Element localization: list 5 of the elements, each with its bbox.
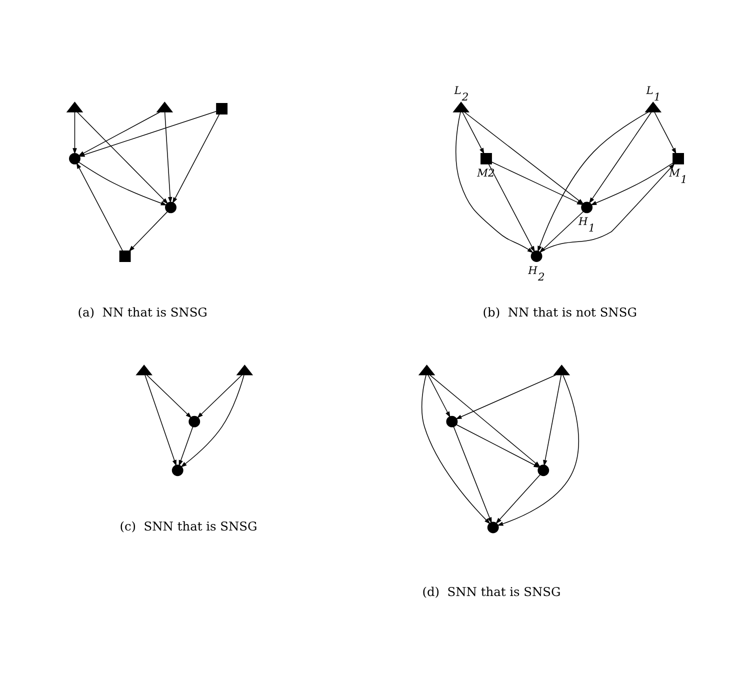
node-label: M2 xyxy=(477,166,495,180)
label: (b) NN that is not SNSG xyxy=(482,305,637,320)
label: (d) SNN that is SNSG xyxy=(422,584,561,599)
label: (c) SNN that is SNSG xyxy=(120,519,258,534)
label: (a) NN that is SNSG xyxy=(78,305,208,320)
